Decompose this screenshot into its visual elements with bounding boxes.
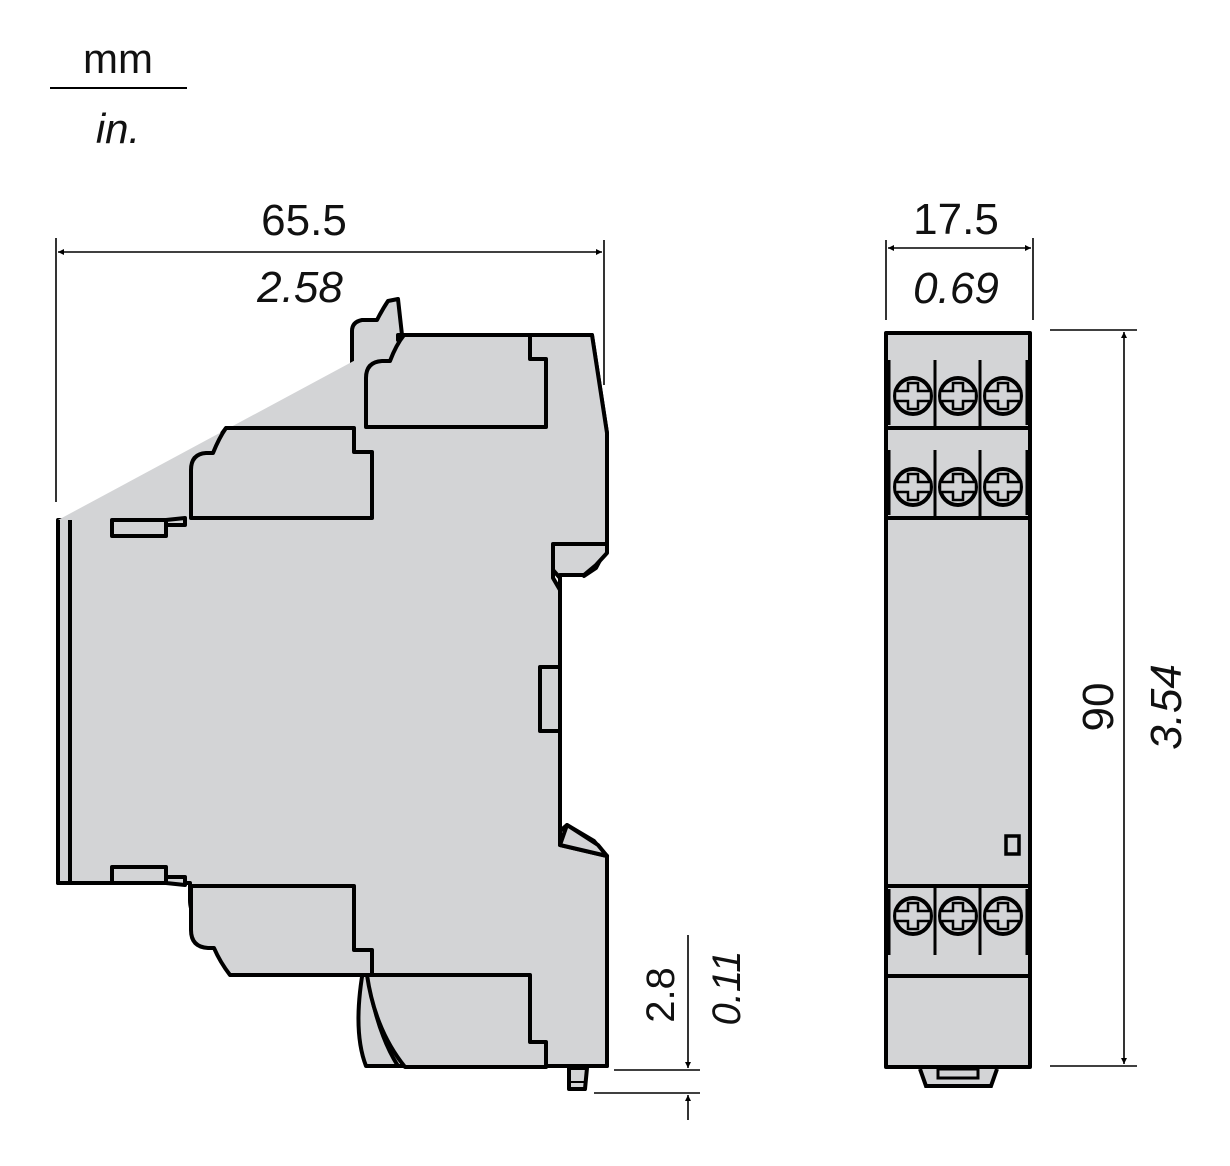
unit-secondary: in. [96,105,140,152]
din-clip-top [551,542,609,580]
latch-tab-bottom [110,865,168,885]
side-width-mm: 65.5 [261,196,347,245]
upper-terminal-block-top [364,333,548,429]
screw-terminal-icon[interactable] [893,467,933,507]
screw-terminal-icon[interactable] [893,896,933,936]
front-width-mm: 17.5 [913,195,999,244]
rail-offset-mm: 2.8 [639,967,683,1023]
screw-terminal-icon[interactable] [983,896,1023,936]
screw-terminal-icon[interactable] [983,467,1023,507]
front-height-in: 3.54 [1142,664,1191,750]
front-width-dimension: 17.5 0.69 [885,195,1034,320]
unit-primary: mm [83,35,153,82]
terminal-row-top-1 [893,376,1023,416]
lower-terminal-block-curved [365,973,548,1069]
din-clip-bottom [558,823,609,858]
lower-terminal-block [189,884,374,977]
screw-terminal-icon[interactable] [938,376,978,416]
upper-terminal-block-lower [189,426,374,520]
latch-tab-top [110,518,168,538]
screw-terminal-icon[interactable] [938,896,978,936]
side-width-dimension: 65.5 2.58 [55,196,605,502]
side-width-in: 2.58 [256,263,343,312]
front-width-in: 0.69 [913,264,999,313]
screw-terminal-icon[interactable] [893,376,933,416]
relay-front-body [884,331,1032,1069]
front-view: 17.5 0.69 [884,195,1191,1088]
latch-tab-top-step [164,516,187,527]
rail-offset-dimension: 2.8 0.11 [594,935,749,1120]
screw-terminal-icon[interactable] [983,376,1023,416]
led-indicator-icon [1004,834,1021,856]
rail-stop [538,665,562,733]
units-legend: mm in. [50,35,187,152]
front-height-mm: 90 [1074,683,1123,732]
terminal-row-top-2 [893,467,1023,507]
terminal-row-bottom [893,896,1023,936]
screw-terminal-icon[interactable] [938,467,978,507]
rail-offset-in: 0.11 [705,951,749,1026]
latch-tab-bottom-step [164,875,187,887]
release-foot [567,1066,589,1091]
side-view: 65.5 2.58 [55,196,749,1120]
front-height-dimension: 90 3.54 [1050,329,1191,1067]
